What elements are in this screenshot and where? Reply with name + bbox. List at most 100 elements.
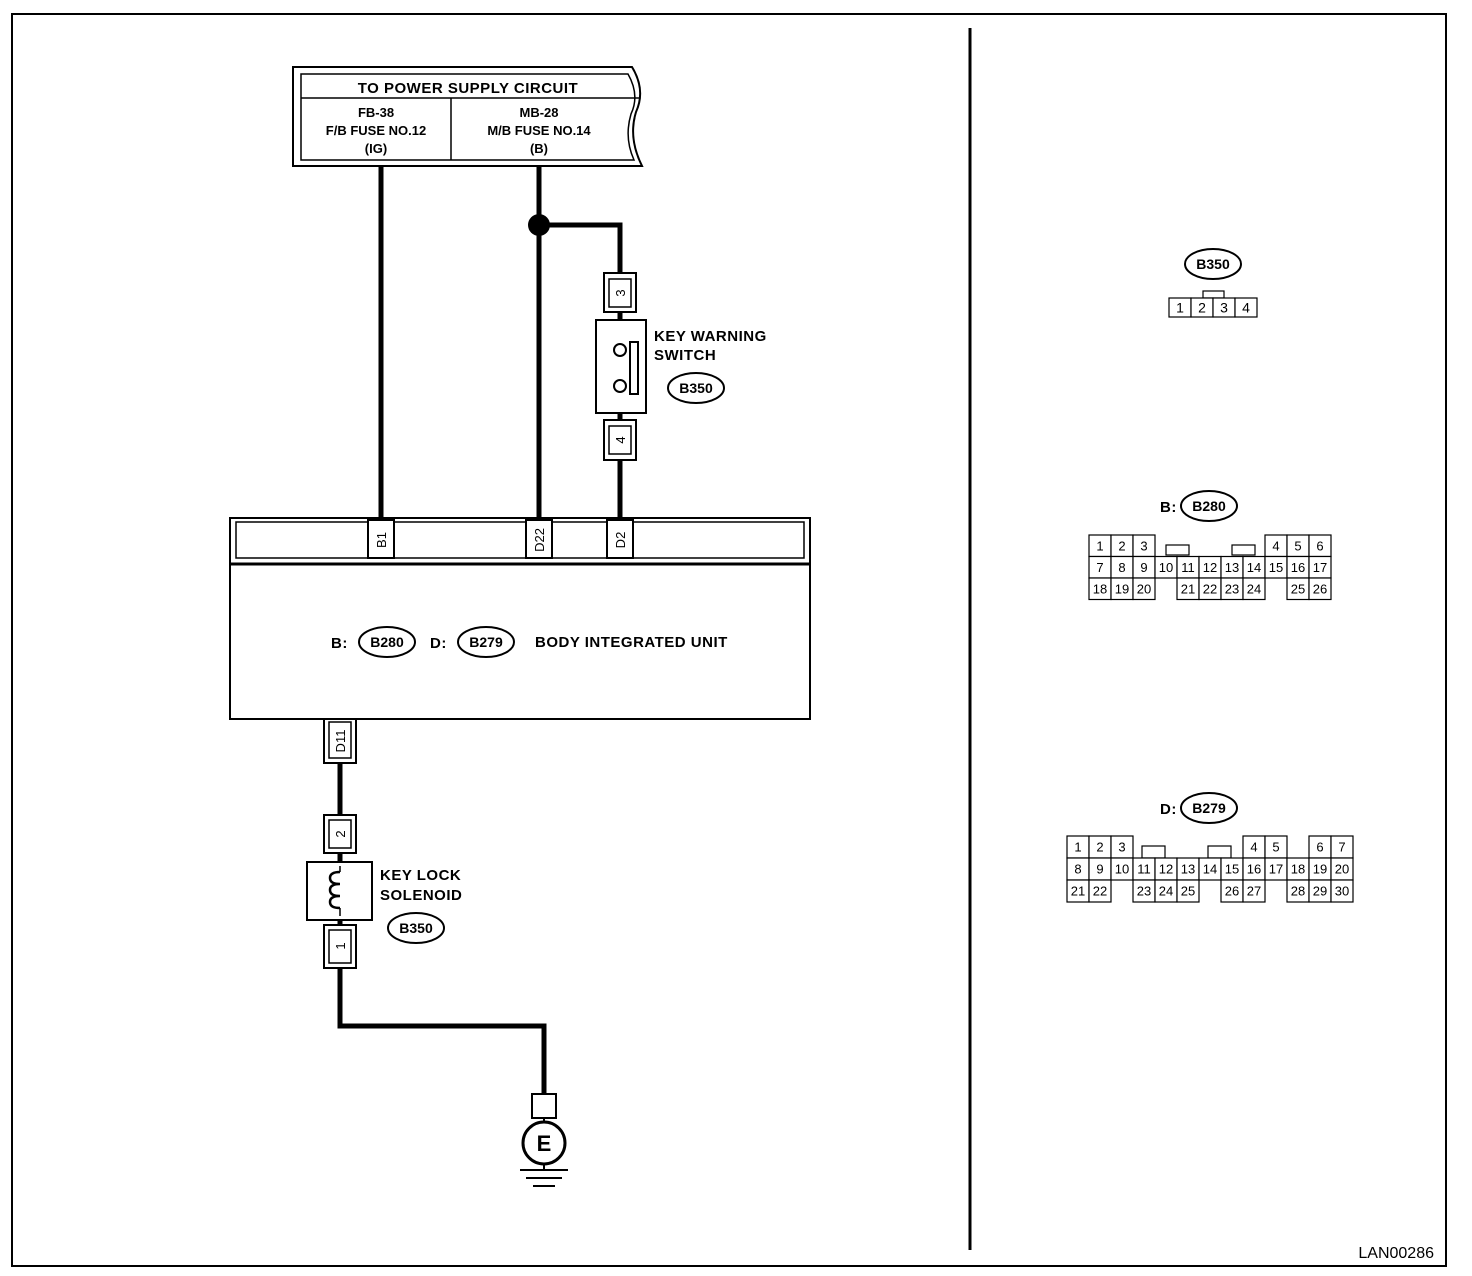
connector-b279-pin-label: 16 <box>1247 862 1261 877</box>
connector-b280-pin-label: 25 <box>1291 581 1305 596</box>
connector-b280-pin-cell <box>1132 577 1156 601</box>
solenoid-pin-1: 1 <box>333 942 348 949</box>
key-warning-switch-connector: B350 <box>679 380 713 396</box>
unit-pin-d2: D2 <box>613 532 628 549</box>
connector-b280-pin-label: 5 <box>1294 538 1301 553</box>
connector-b279-pin-cell <box>1242 879 1266 903</box>
connector-b279-prefix: D: <box>1160 801 1177 818</box>
connector-b279-pin-label: 2 <box>1096 840 1103 855</box>
power-supply-title: TO POWER SUPPLY CIRCUIT <box>358 80 578 97</box>
key-lock-solenoid-label-2: SOLENOID <box>380 887 462 904</box>
connector-b279-pin-label: 6 <box>1316 840 1323 855</box>
fuse-fb38-type: (IG) <box>365 141 387 156</box>
connector-b280-pin-label: 8 <box>1118 560 1125 575</box>
unit-b-connector: B280 <box>370 634 404 650</box>
fuse-fb38-id: FB-38 <box>358 105 394 120</box>
unit-pin-d11: D11 <box>333 730 348 753</box>
figure-code: LAN00286 <box>1358 1245 1434 1262</box>
connector-b350-pin-label: 3 <box>1220 300 1228 316</box>
connector-b279-pin-label: 23 <box>1137 884 1151 899</box>
connector-b279-pin-cell <box>1176 879 1200 903</box>
connector-b279-pin-label: 19 <box>1313 862 1327 877</box>
wire-branch-to-switch <box>539 222 623 273</box>
connector-b279-pin-label: 12 <box>1159 862 1173 877</box>
connector-b280-pin-label: 10 <box>1159 560 1173 575</box>
connector-b280-pin-label: 23 <box>1225 581 1239 596</box>
wire-junction-dot <box>528 214 550 236</box>
connector-b279-pin-label: 9 <box>1096 862 1103 877</box>
connector-b280-pin-label: 26 <box>1313 581 1327 596</box>
unit-d-connector: B279 <box>469 634 503 650</box>
connector-b280-pin-label: 11 <box>1181 560 1195 575</box>
connector-b279-pin-label: 13 <box>1181 862 1195 877</box>
connector-b279-pin-label: 4 <box>1250 840 1257 855</box>
key-lock-solenoid: 2 1 KEY LOCK SOLENOID B350 <box>306 814 462 969</box>
connector-b279-pin-label: 27 <box>1247 884 1261 899</box>
connector-b280-pin-label: 1 <box>1096 538 1103 553</box>
connector-b280-pin-label: 19 <box>1115 581 1129 596</box>
connector-b280-pin-label: 4 <box>1272 538 1279 553</box>
connector-b280-pin-label: 13 <box>1225 560 1239 575</box>
connector-b279-pin-label: 1 <box>1074 840 1081 855</box>
connector-b279-pin-label: 24 <box>1159 884 1173 899</box>
connector-b280-pin-cell <box>1242 577 1266 601</box>
connector-b280-pin-label: 22 <box>1203 581 1217 596</box>
connector-b279-pin-label: 25 <box>1181 884 1195 899</box>
connector-b279-pin-cell <box>1088 879 1112 903</box>
connector-b279-pin-label: 3 <box>1118 840 1125 855</box>
connector-b279-pin-label: 8 <box>1074 862 1081 877</box>
connector-b280-pin-label: 20 <box>1137 581 1151 596</box>
ground-symbol: E <box>520 1093 568 1187</box>
solenoid-pin-2: 2 <box>333 830 348 837</box>
connector-b279-pin-cell <box>1330 879 1354 903</box>
connector-b280-pin-label: 14 <box>1247 560 1261 575</box>
connector-b280-pin-label: 16 <box>1291 560 1305 575</box>
body-integrated-unit-label: BODY INTEGRATED UNIT <box>535 634 728 651</box>
ground-label: E <box>537 1131 552 1156</box>
unit-pin-b1: B1 <box>374 532 389 548</box>
connector-b279-pin-label: 22 <box>1093 884 1107 899</box>
key-warning-switch-label-2: SWITCH <box>654 347 716 364</box>
switch-pin-4: 4 <box>613 436 628 443</box>
connector-b280-pin-label: 6 <box>1316 538 1323 553</box>
connector-b280-pin-label: 3 <box>1140 538 1147 553</box>
connector-b279-pin-label: 30 <box>1335 884 1349 899</box>
key-warning-switch: 3 4 KEY WARNING SWITCH B350 <box>595 272 766 461</box>
connector-b350-pin-label: 4 <box>1242 300 1250 316</box>
connector-b280-pin-label: 21 <box>1181 581 1195 596</box>
connector-b350-pin-label: 2 <box>1198 300 1206 316</box>
connector-b279-pin-label: 14 <box>1203 862 1217 877</box>
power-supply-box: TO POWER SUPPLY CIRCUIT FB-38 F/B FUSE N… <box>292 66 644 167</box>
key-lock-solenoid-connector: B350 <box>399 920 433 936</box>
connector-b280-pin-label: 9 <box>1140 560 1147 575</box>
connector-b280-prefix: B: <box>1160 499 1177 516</box>
connector-b280-pin-label: 2 <box>1118 538 1125 553</box>
fuse-mb28-type: (B) <box>530 141 548 156</box>
connector-b279-pin-label: 15 <box>1225 862 1239 877</box>
connector-b350-name: B350 <box>1196 256 1230 272</box>
fuse-mb28-name: M/B FUSE NO.14 <box>487 123 591 138</box>
connector-b280-pin-label: 24 <box>1247 581 1261 596</box>
switch-pin-3: 3 <box>613 289 628 296</box>
connector-b279-pin-label: 29 <box>1313 884 1327 899</box>
connector-b279-pin-label: 18 <box>1291 862 1305 877</box>
connector-b279-pin-label: 7 <box>1338 840 1345 855</box>
connector-b280-pin-label: 17 <box>1313 560 1327 575</box>
connector-b279-pin-label: 28 <box>1291 884 1305 899</box>
connector-b279-pin-label: 11 <box>1137 862 1151 877</box>
connector-b279-pin-label: 21 <box>1071 884 1085 899</box>
connector-b350-pin-label: 1 <box>1176 300 1184 316</box>
connector-b280-pin-cell <box>1308 577 1332 601</box>
body-integrated-unit: B1 D22 D2 B: B280 D: B279 BODY INTEGRATE… <box>229 517 811 764</box>
connector-b279-pin-label: 10 <box>1115 862 1129 877</box>
connector-b350-pin-cell <box>1234 297 1258 318</box>
connector-b280-name: B280 <box>1192 498 1226 514</box>
connector-b280-pin-label: 18 <box>1093 581 1107 596</box>
diagram-frame <box>11 13 1447 1267</box>
unit-d-prefix: D: <box>430 635 447 652</box>
connector-b279-pin-label: 17 <box>1269 862 1283 877</box>
connector-b279-pin-label: 26 <box>1225 884 1239 899</box>
